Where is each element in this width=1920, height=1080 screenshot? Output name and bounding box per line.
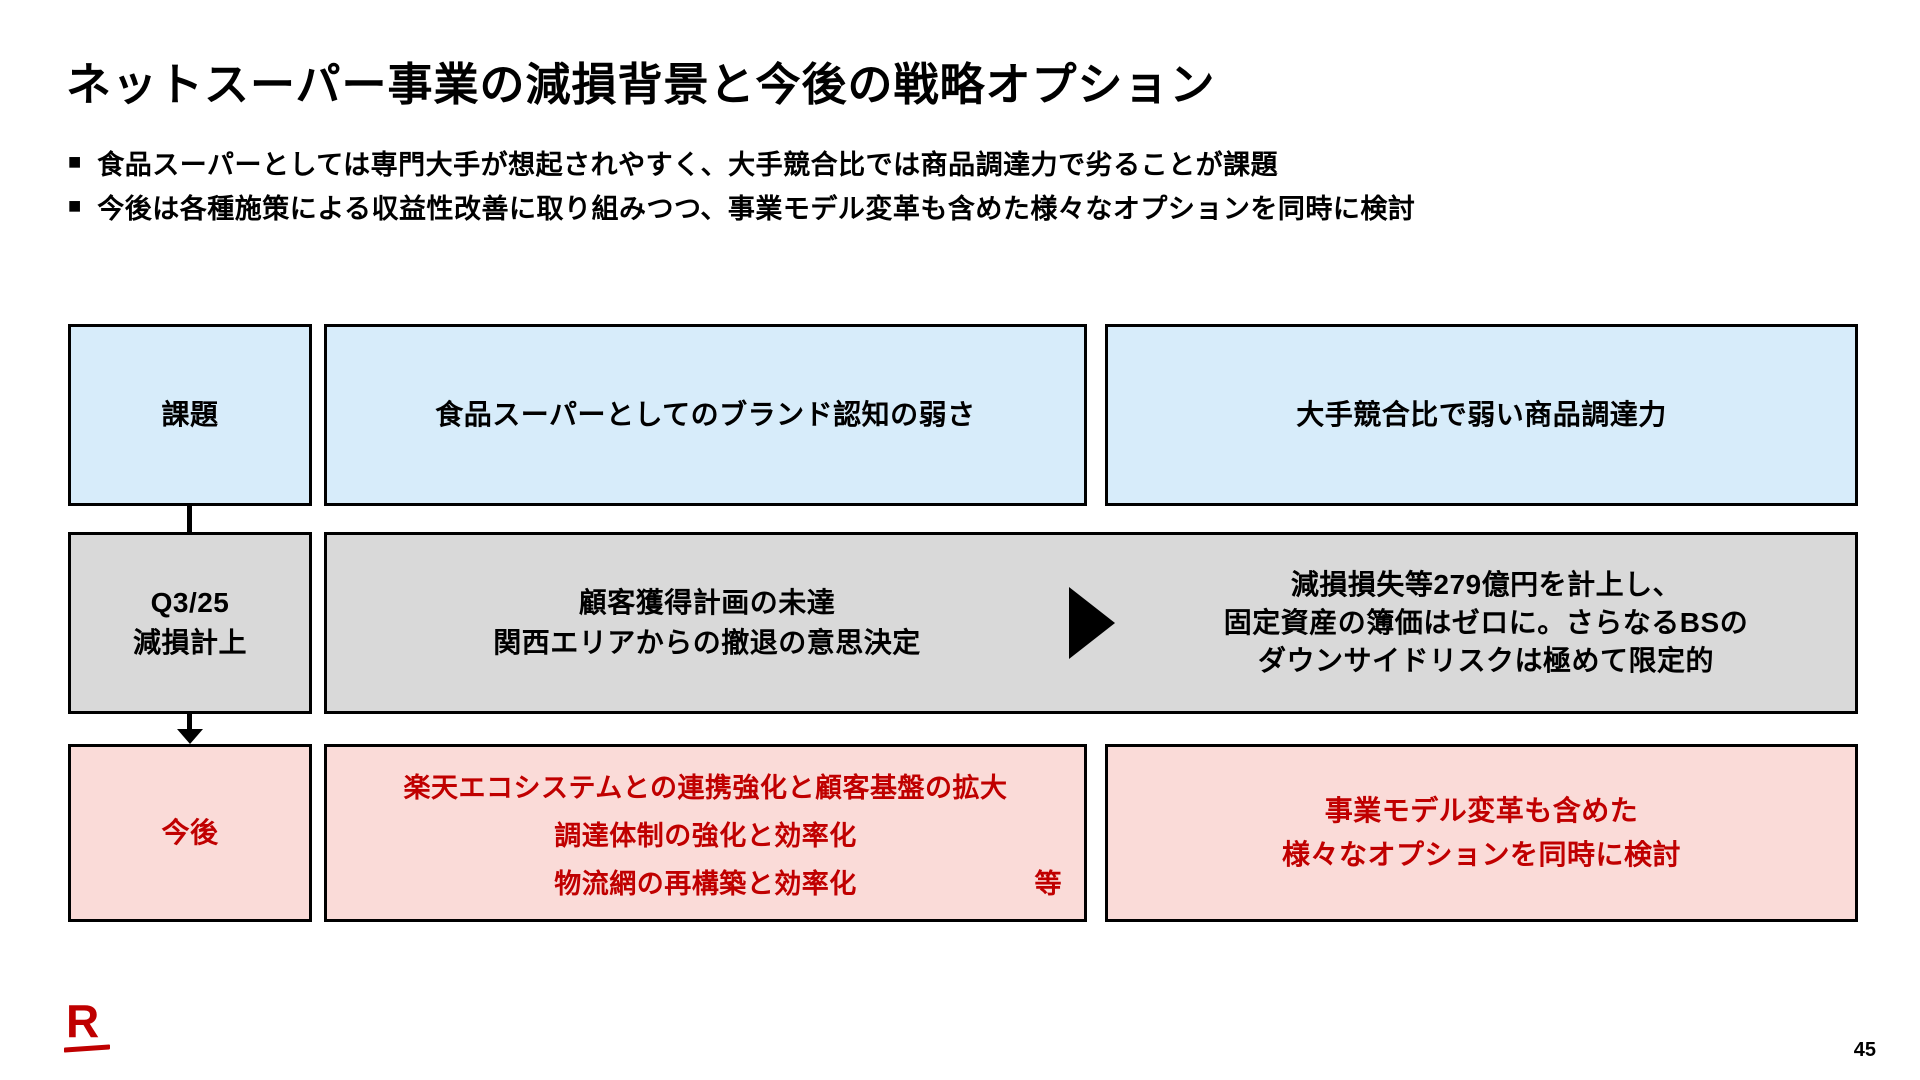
impairment-flow-diagram: 課題 食品スーパーとしてのブランド認知の弱さ 大手競合比で弱い商品調達力 Q3/… bbox=[68, 324, 1858, 922]
connector-line bbox=[187, 714, 192, 731]
future-label-box: 今後 bbox=[68, 744, 312, 922]
impairment-detail-box: 顧客獲得計画の未達 関西エリアからの撤退の意思決定 減損損失等279億円を計上し… bbox=[324, 532, 1858, 714]
future-action-item: 物流網の再構築と効率化 等 bbox=[327, 862, 1084, 901]
bullet-item: ■ 今後は各種施策による収益性改善に取り組みつつ、事業モデル変革も含めた様々なオ… bbox=[68, 184, 1415, 228]
future-action-item: 楽天エコシステムとの連携強化と顧客基盤の拡大 bbox=[403, 772, 1008, 803]
future-action-item-text: 物流網の再構築と効率化 bbox=[554, 868, 857, 899]
impairment-cause-line2: 関西エリアからの撤退の意思決定 bbox=[493, 627, 921, 658]
challenge-brand-box: 食品スーパーとしてのブランド認知の弱さ bbox=[324, 324, 1087, 506]
challenge-label: 課題 bbox=[161, 399, 219, 430]
future-options-line1: 事業モデル変革も含めた bbox=[1324, 795, 1639, 826]
future-actions-box: 楽天エコシステムとの連携強化と顧客基盤の拡大 調達体制の強化と効率化 物流網の再… bbox=[324, 744, 1087, 922]
bullet-item: ■ 食品スーパーとしては専門大手が想起されやすく、大手競合比では商品調達力で劣る… bbox=[68, 140, 1415, 184]
future-actions-suffix: 等 bbox=[1034, 868, 1062, 899]
square-bullet-icon: ■ bbox=[68, 149, 82, 174]
impairment-result-text: 減損損失等279億円を計上し、 固定資産の簿価はゼロに。さらなるBSの ダウンサ… bbox=[1224, 566, 1748, 680]
impairment-cause-cell: 顧客獲得計画の未達 関西エリアからの撤退の意思決定 bbox=[327, 535, 1087, 711]
impairment-label-line1: Q3/25 bbox=[150, 587, 230, 618]
challenge-label-box: 課題 bbox=[68, 324, 312, 506]
right-arrow-icon bbox=[1069, 587, 1115, 659]
challenge-procurement-box: 大手競合比で弱い商品調達力 bbox=[1105, 324, 1858, 506]
impairment-label-box: Q3/25 減損計上 bbox=[68, 532, 312, 714]
impairment-result-line3: ダウンサイドリスクは極めて限定的 bbox=[1257, 645, 1714, 676]
future-options-line2: 様々なオプションを同時に検討 bbox=[1281, 839, 1681, 870]
future-options-box: 事業モデル変革も含めた 様々なオプションを同時に検討 bbox=[1105, 744, 1858, 922]
connector-line bbox=[187, 506, 192, 532]
impairment-result-line1: 減損損失等279億円を計上し、 bbox=[1290, 569, 1682, 600]
slide-title: ネットスーパー事業の減損背景と今後の戦略オプション bbox=[66, 59, 1216, 110]
impairment-cause-text: 顧客獲得計画の未達 関西エリアからの撤退の意思決定 bbox=[493, 583, 921, 663]
future-label: 今後 bbox=[161, 817, 219, 848]
future-action-item: 調達体制の強化と効率化 bbox=[554, 820, 857, 851]
bullet-text: 今後は各種施策による収益性改善に取り組みつつ、事業モデル変革も含めた様々なオプシ… bbox=[97, 193, 1416, 224]
down-arrow-icon bbox=[177, 729, 203, 744]
rakuten-logo-letter: R bbox=[66, 995, 100, 1047]
rakuten-logo: R bbox=[64, 995, 120, 1053]
page-number: 45 bbox=[1853, 1039, 1876, 1061]
impairment-result-line2: 固定資産の簿価はゼロに。さらなるBSの bbox=[1223, 607, 1749, 638]
impairment-result-cell: 減損損失等279億円を計上し、 固定資産の簿価はゼロに。さらなるBSの ダウンサ… bbox=[1117, 535, 1855, 711]
bullet-text: 食品スーパーとしては専門大手が想起されやすく、大手競合比では商品調達力で劣ること… bbox=[97, 149, 1279, 180]
bullet-list: ■ 食品スーパーとしては専門大手が想起されやすく、大手競合比では商品調達力で劣る… bbox=[68, 140, 1415, 228]
challenge-procurement-text: 大手競合比で弱い商品調達力 bbox=[1296, 399, 1667, 430]
impairment-cause-line1: 顧客獲得計画の未達 bbox=[578, 587, 836, 618]
impairment-label: Q3/25 減損計上 bbox=[133, 583, 247, 663]
square-bullet-icon: ■ bbox=[68, 193, 82, 218]
future-options-text: 事業モデル変革も含めた 様々なオプションを同時に検討 bbox=[1282, 789, 1681, 877]
impairment-label-line2: 減損計上 bbox=[132, 627, 247, 658]
challenge-brand-text: 食品スーパーとしてのブランド認知の弱さ bbox=[435, 399, 976, 430]
